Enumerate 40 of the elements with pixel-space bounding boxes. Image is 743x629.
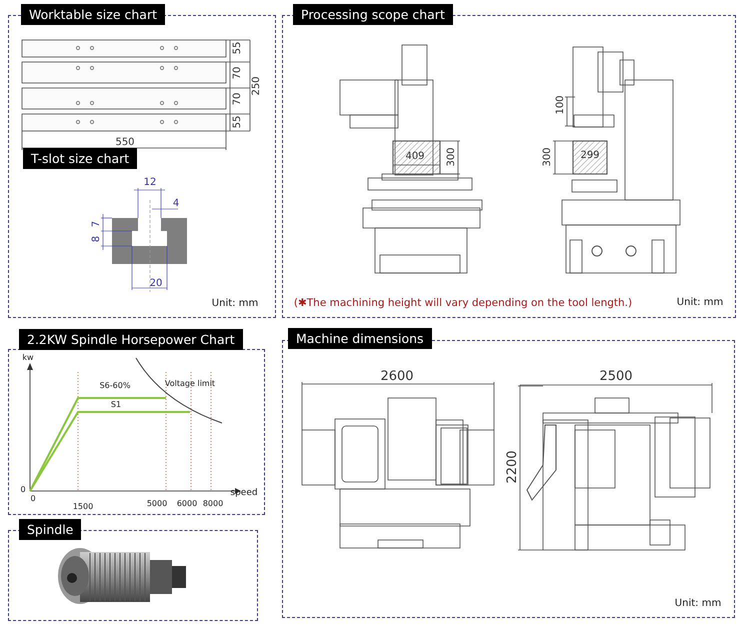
- dimension-label: 2500: [599, 371, 633, 383]
- dimension-label: 409: [405, 151, 425, 163]
- dimension-label: 8: [91, 236, 103, 242]
- dimension-label: 12: [144, 177, 156, 189]
- dimension-label: 20: [150, 278, 162, 290]
- dimension-label: 250: [251, 76, 263, 96]
- unit-note: Unit: mm: [674, 598, 722, 610]
- dimension-label: 4: [172, 198, 180, 210]
- dimension-label: 100: [555, 95, 567, 115]
- dimension-label: 300: [542, 147, 554, 167]
- tick-label: 1500: [72, 501, 94, 513]
- dimension-label: 2600: [380, 371, 414, 383]
- axis-label: speed: [230, 487, 258, 499]
- section-heading: Processing scope chart: [293, 4, 453, 25]
- note-text: (✱The machining height will vary depending on the tool length.): [294, 297, 632, 309]
- dimension-label: 70: [232, 92, 244, 106]
- curve-label: Voltage limit: [164, 378, 216, 390]
- dimension-label: 300: [446, 147, 458, 167]
- curve-label: S1: [110, 399, 122, 411]
- section-heading: Spindle: [19, 519, 82, 540]
- dimension-label: 2200: [507, 450, 519, 484]
- dimension-label: 7: [91, 220, 103, 228]
- section-heading: T-slot size chart: [23, 148, 138, 169]
- dimension-label: 70: [232, 66, 244, 80]
- tick-label: 0: [30, 493, 36, 505]
- dimension-label: 55: [232, 116, 244, 128]
- tick-label: 0: [20, 484, 26, 496]
- dimension-label: 550: [115, 137, 135, 149]
- dimension-label: 299: [580, 150, 600, 162]
- curve-label: S6-60%: [100, 380, 130, 392]
- tick-label: 6000: [176, 498, 198, 510]
- unit-note: Unit: mm: [676, 297, 724, 309]
- axis-label: kw: [22, 352, 34, 364]
- section-heading: Worktable size chart: [21, 4, 165, 25]
- unit-note: Unit: mm: [212, 298, 258, 310]
- tick-label: 5000: [146, 498, 168, 510]
- section-heading: 2.2KW Spindle Horsepower Chart: [19, 329, 243, 350]
- section-heading: Machine dimensions: [288, 328, 432, 349]
- tick-label: 8000: [202, 498, 224, 510]
- dimension-label: 55: [232, 42, 244, 54]
